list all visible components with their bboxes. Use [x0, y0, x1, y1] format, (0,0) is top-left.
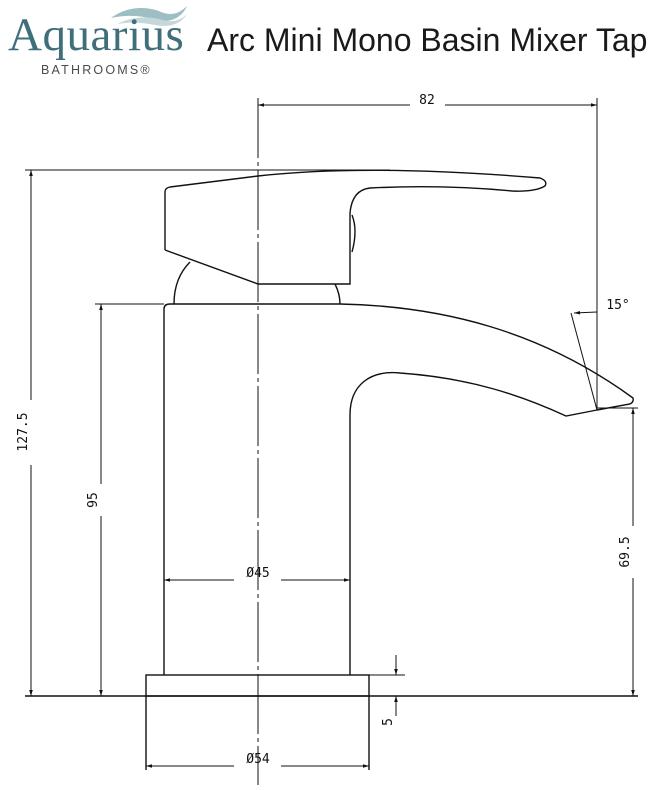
- handle-base: [164, 213, 351, 285]
- collar-arc-left: [173, 261, 191, 305]
- handle-front: [164, 175, 259, 250]
- dim-base-thickness: 5: [381, 718, 396, 726]
- header: Aquarius BATHROOMS® Arc Mini Mono Basin …: [0, 0, 668, 85]
- spout-top: [339, 303, 634, 411]
- page-title: Arc Mini Mono Basin Mixer Tap: [207, 22, 648, 58]
- dim-spout-reach: 82: [419, 93, 435, 108]
- dimension-lines: [29, 103, 635, 768]
- spout-bottom: [349, 371, 598, 417]
- body-left: [163, 303, 340, 675]
- dim-overall-height: 127.5: [16, 412, 31, 451]
- dim-body-height: 95: [86, 492, 101, 508]
- dim-base-diameter: Ø54: [246, 752, 270, 767]
- dim-outlet-height: 69.5: [618, 536, 633, 567]
- brand-subtitle: BATHROOMS®: [41, 63, 152, 77]
- tap-outline: [25, 169, 638, 770]
- lever-detail: [351, 214, 356, 253]
- wave-icon: [111, 6, 187, 26]
- construction-lines: [25, 98, 638, 785]
- collar-arc-right: [334, 283, 341, 305]
- dimension-labels: 82 127.5 95 69.5 15° Ø45 Ø54 5: [16, 93, 633, 767]
- dim-spout-angle: 15°: [606, 298, 629, 313]
- brand-name: Aquarius: [8, 9, 185, 61]
- dim-body-diameter: Ø45: [246, 566, 269, 581]
- lever: [257, 169, 547, 214]
- aquarius-logo: Aquarius BATHROOMS®: [4, 2, 200, 82]
